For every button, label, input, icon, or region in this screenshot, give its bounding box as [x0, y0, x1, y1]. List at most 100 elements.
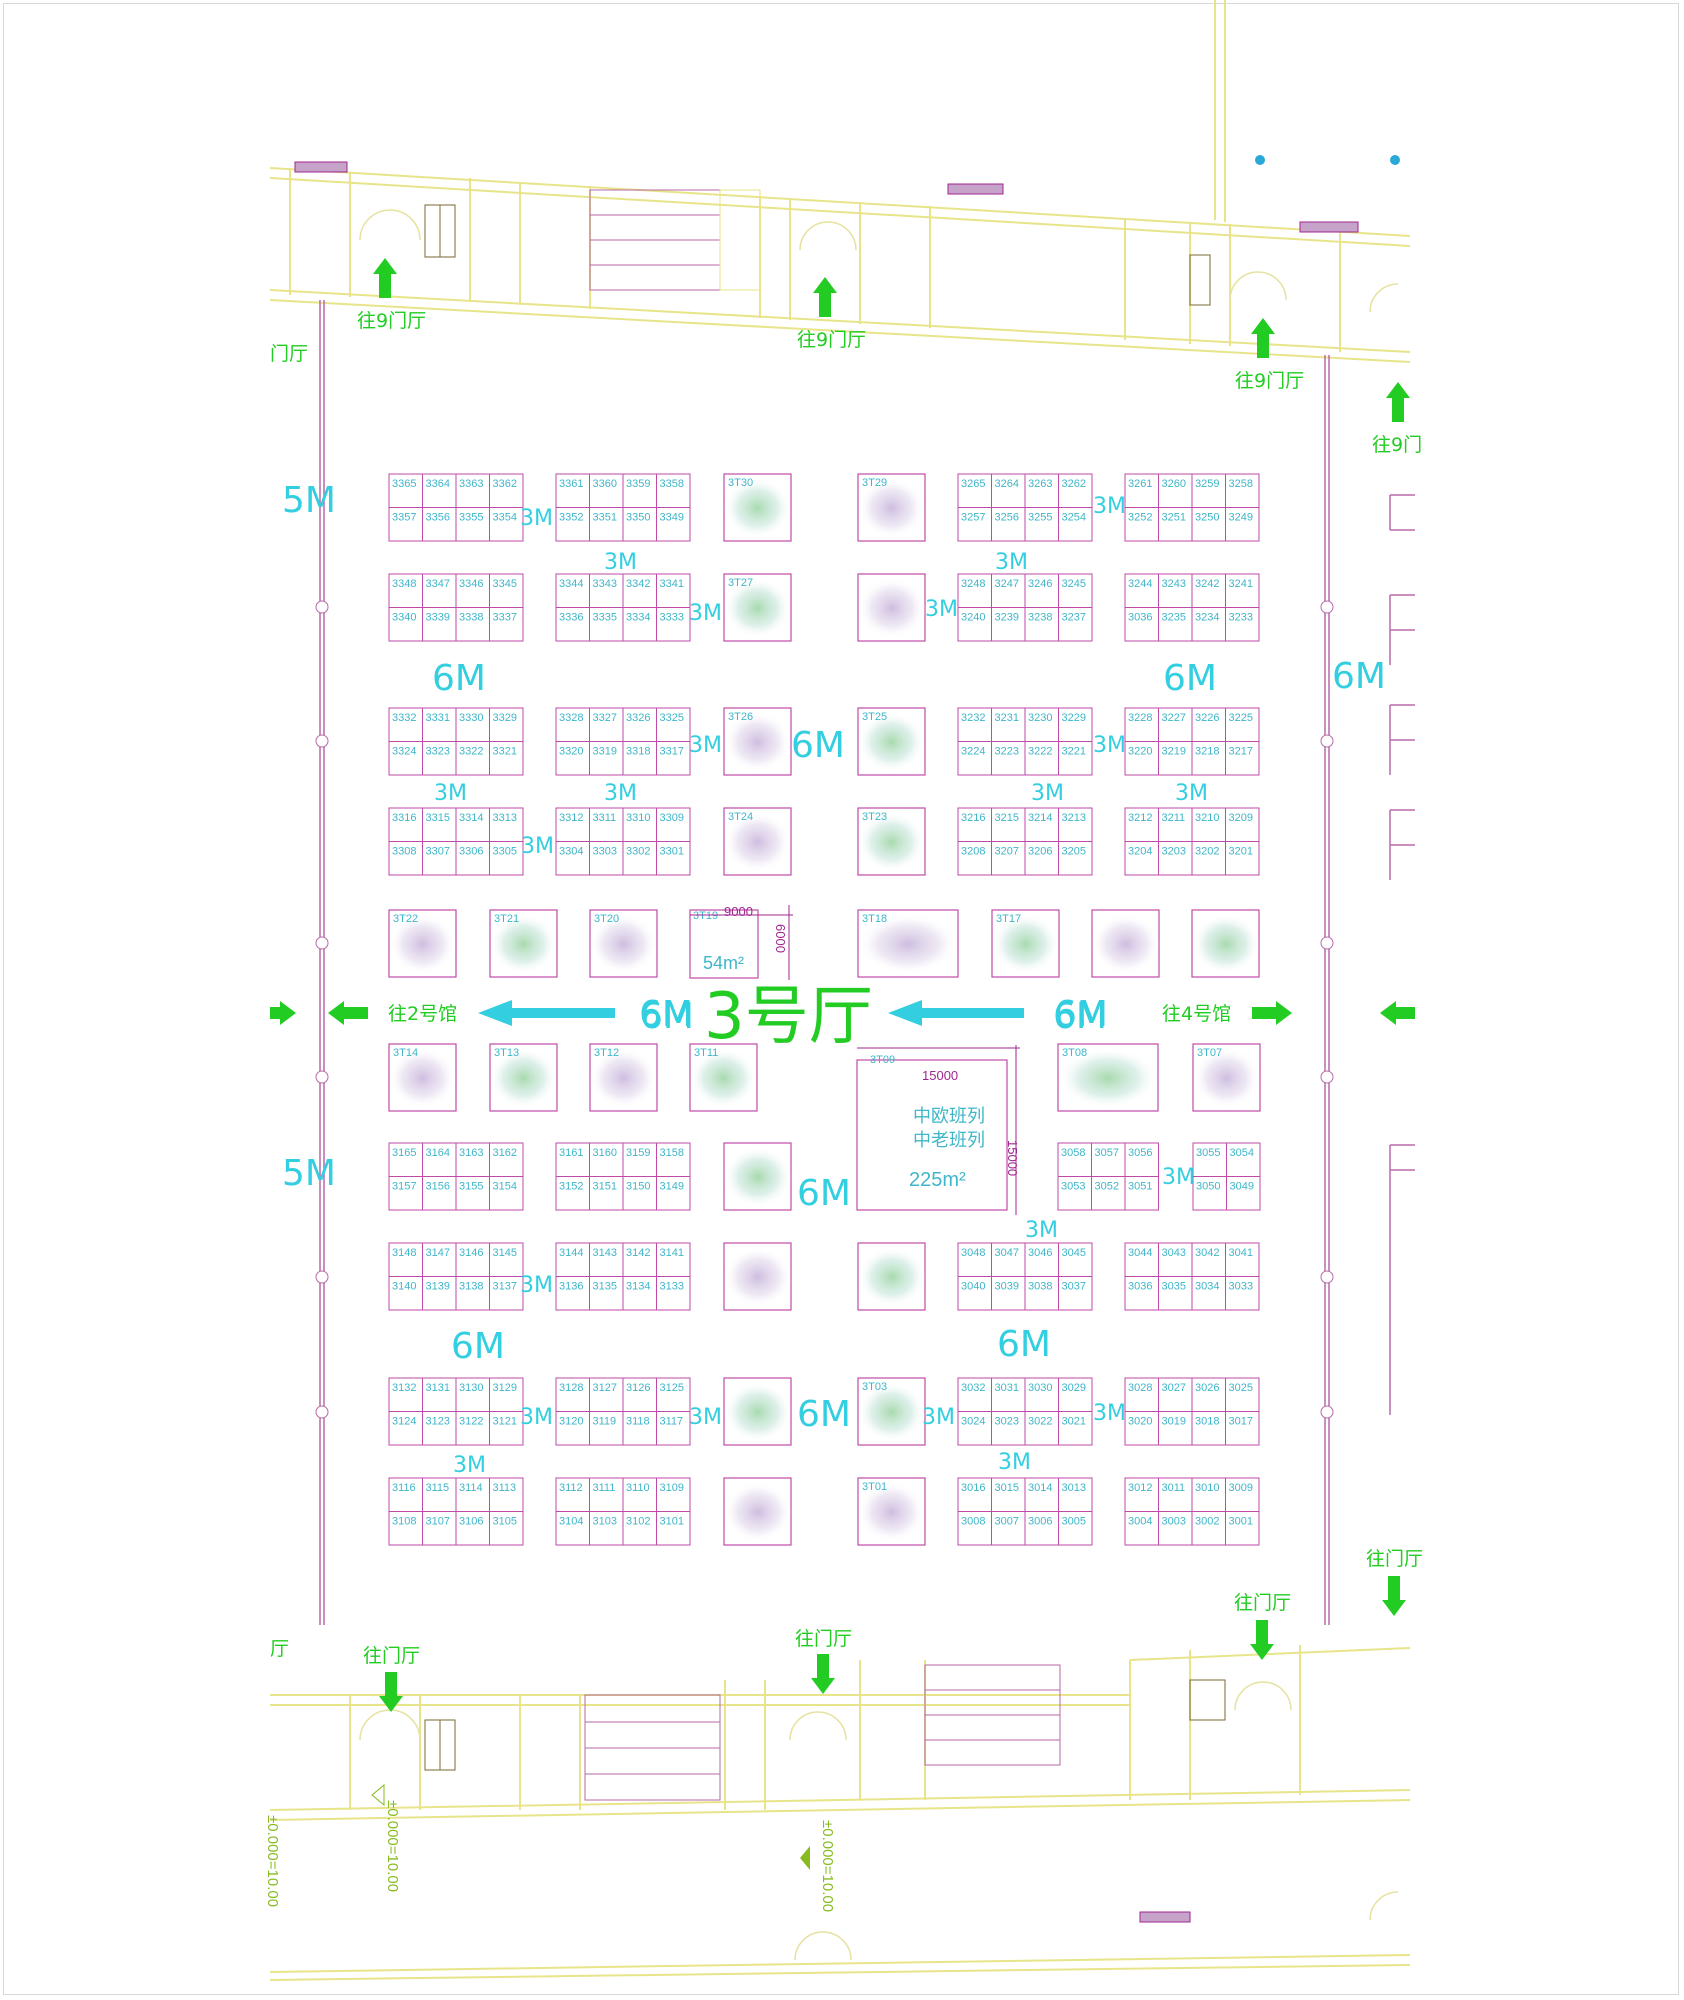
booth-3102[interactable]: 3102 — [622, 1511, 657, 1546]
booth-3131[interactable]: 3131 — [422, 1377, 457, 1412]
booth-3329[interactable]: 3329 — [489, 707, 524, 742]
booth-3033[interactable]: 3033 — [1225, 1276, 1260, 1311]
booth-3304[interactable]: 3304 — [555, 841, 590, 876]
booth-3348[interactable]: 3348 — [388, 573, 423, 608]
booth-3155[interactable]: 3155 — [455, 1176, 490, 1211]
booth-3129[interactable]: 3129 — [489, 1377, 524, 1412]
booth-3128[interactable]: 3128 — [555, 1377, 590, 1412]
booth-3240[interactable]: 3240 — [957, 607, 992, 642]
booth-3135[interactable]: 3135 — [589, 1276, 624, 1311]
booth-3151[interactable]: 3151 — [589, 1176, 624, 1211]
booth-3052[interactable]: 3052 — [1091, 1176, 1126, 1211]
booth-3058[interactable]: 3058 — [1057, 1142, 1092, 1177]
booth-3302[interactable]: 3302 — [622, 841, 657, 876]
booth-3163[interactable]: 3163 — [455, 1142, 490, 1177]
booth-3012[interactable]: 3012 — [1124, 1477, 1159, 1512]
booth-3145[interactable]: 3145 — [489, 1242, 524, 1277]
booth-3340[interactable]: 3340 — [388, 607, 423, 642]
booth-3055[interactable]: 3055 — [1192, 1142, 1227, 1177]
booth-3053[interactable]: 3053 — [1057, 1176, 1092, 1211]
booth-3125[interactable]: 3125 — [656, 1377, 691, 1412]
booth-3113[interactable]: 3113 — [489, 1477, 524, 1512]
booth-3311[interactable]: 3311 — [589, 807, 624, 842]
booth-3208[interactable]: 3208 — [957, 841, 992, 876]
booth-3149[interactable]: 3149 — [656, 1176, 691, 1211]
booth-3104[interactable]: 3104 — [555, 1511, 590, 1546]
special-booth-3t25[interactable]: 3T25 — [857, 707, 926, 776]
booth-3156[interactable]: 3156 — [422, 1176, 457, 1211]
booth-3034[interactable]: 3034 — [1191, 1276, 1226, 1311]
booth-3123[interactable]: 3123 — [422, 1411, 457, 1446]
booth-3359[interactable]: 3359 — [622, 473, 657, 508]
booth-3318[interactable]: 3318 — [622, 741, 657, 776]
booth-3141[interactable]: 3141 — [656, 1242, 691, 1277]
booth-3144[interactable]: 3144 — [555, 1242, 590, 1277]
booth-3354[interactable]: 3354 — [489, 507, 524, 542]
booth-3136[interactable]: 3136 — [555, 1276, 590, 1311]
booth-3049[interactable]: 3049 — [1226, 1176, 1261, 1211]
booth-3202[interactable]: 3202 — [1191, 841, 1226, 876]
booth-3257[interactable]: 3257 — [957, 507, 992, 542]
booth-3114[interactable]: 3114 — [455, 1477, 490, 1512]
booth-3247[interactable]: 3247 — [991, 573, 1026, 608]
booth-3108[interactable]: 3108 — [388, 1511, 423, 1546]
booth-3327[interactable]: 3327 — [589, 707, 624, 742]
booth-3214[interactable]: 3214 — [1024, 807, 1059, 842]
special-booth-3t21[interactable]: 3T21 — [489, 909, 558, 978]
booth-3365[interactable]: 3365 — [388, 473, 423, 508]
special-booth[interactable] — [723, 1142, 792, 1211]
booth-3235[interactable]: 3235 — [1158, 607, 1193, 642]
booth-3027[interactable]: 3027 — [1158, 1377, 1193, 1412]
booth-3001[interactable]: 3001 — [1225, 1511, 1260, 1546]
booth-3110[interactable]: 3110 — [622, 1477, 657, 1512]
booth-3319[interactable]: 3319 — [589, 741, 624, 776]
special-booth-3t08[interactable]: 3T08 — [1057, 1043, 1159, 1112]
booth-3103[interactable]: 3103 — [589, 1511, 624, 1546]
booth-3037[interactable]: 3037 — [1058, 1276, 1093, 1311]
booth-3315[interactable]: 3315 — [422, 807, 457, 842]
booth-3003[interactable]: 3003 — [1158, 1511, 1193, 1546]
booth-3019[interactable]: 3019 — [1158, 1411, 1193, 1446]
booth-3357[interactable]: 3357 — [388, 507, 423, 542]
booth-3015[interactable]: 3015 — [991, 1477, 1026, 1512]
booth-3342[interactable]: 3342 — [622, 573, 657, 608]
booth-3048[interactable]: 3048 — [957, 1242, 992, 1277]
booth-3256[interactable]: 3256 — [991, 507, 1026, 542]
booth-3230[interactable]: 3230 — [1024, 707, 1059, 742]
booth-3112[interactable]: 3112 — [555, 1477, 590, 1512]
booth-3339[interactable]: 3339 — [422, 607, 457, 642]
booth-3216[interactable]: 3216 — [957, 807, 992, 842]
booth-3232[interactable]: 3232 — [957, 707, 992, 742]
booth-3252[interactable]: 3252 — [1124, 507, 1159, 542]
booth-3017[interactable]: 3017 — [1225, 1411, 1260, 1446]
booth-3201[interactable]: 3201 — [1225, 841, 1260, 876]
booth-3206[interactable]: 3206 — [1024, 841, 1059, 876]
booth-3205[interactable]: 3205 — [1058, 841, 1093, 876]
booth-3119[interactable]: 3119 — [589, 1411, 624, 1446]
booth-3241[interactable]: 3241 — [1225, 573, 1260, 608]
booth-3263[interactable]: 3263 — [1024, 473, 1059, 508]
booth-3026[interactable]: 3026 — [1191, 1377, 1226, 1412]
booth-3301[interactable]: 3301 — [656, 841, 691, 876]
booth-3331[interactable]: 3331 — [422, 707, 457, 742]
special-booth[interactable] — [857, 1242, 926, 1311]
booth-3345[interactable]: 3345 — [489, 573, 524, 608]
special-booth-3t17[interactable]: 3T17 — [991, 909, 1060, 978]
booth-3355[interactable]: 3355 — [455, 507, 490, 542]
special-booth-3t03[interactable]: 3T03 — [857, 1377, 926, 1446]
booth-3127[interactable]: 3127 — [589, 1377, 624, 1412]
booth-3325[interactable]: 3325 — [656, 707, 691, 742]
booth-3004[interactable]: 3004 — [1124, 1511, 1159, 1546]
booth-3117[interactable]: 3117 — [656, 1411, 691, 1446]
booth-3158[interactable]: 3158 — [656, 1142, 691, 1177]
booth-3148[interactable]: 3148 — [388, 1242, 423, 1277]
booth-3219[interactable]: 3219 — [1158, 741, 1193, 776]
booth-3245[interactable]: 3245 — [1058, 573, 1093, 608]
booth-3042[interactable]: 3042 — [1191, 1242, 1226, 1277]
booth-3321[interactable]: 3321 — [489, 741, 524, 776]
booth-3011[interactable]: 3011 — [1158, 1477, 1193, 1512]
booth-3146[interactable]: 3146 — [455, 1242, 490, 1277]
booth-3126[interactable]: 3126 — [622, 1377, 657, 1412]
booth-3328[interactable]: 3328 — [555, 707, 590, 742]
booth-3333[interactable]: 3333 — [656, 607, 691, 642]
